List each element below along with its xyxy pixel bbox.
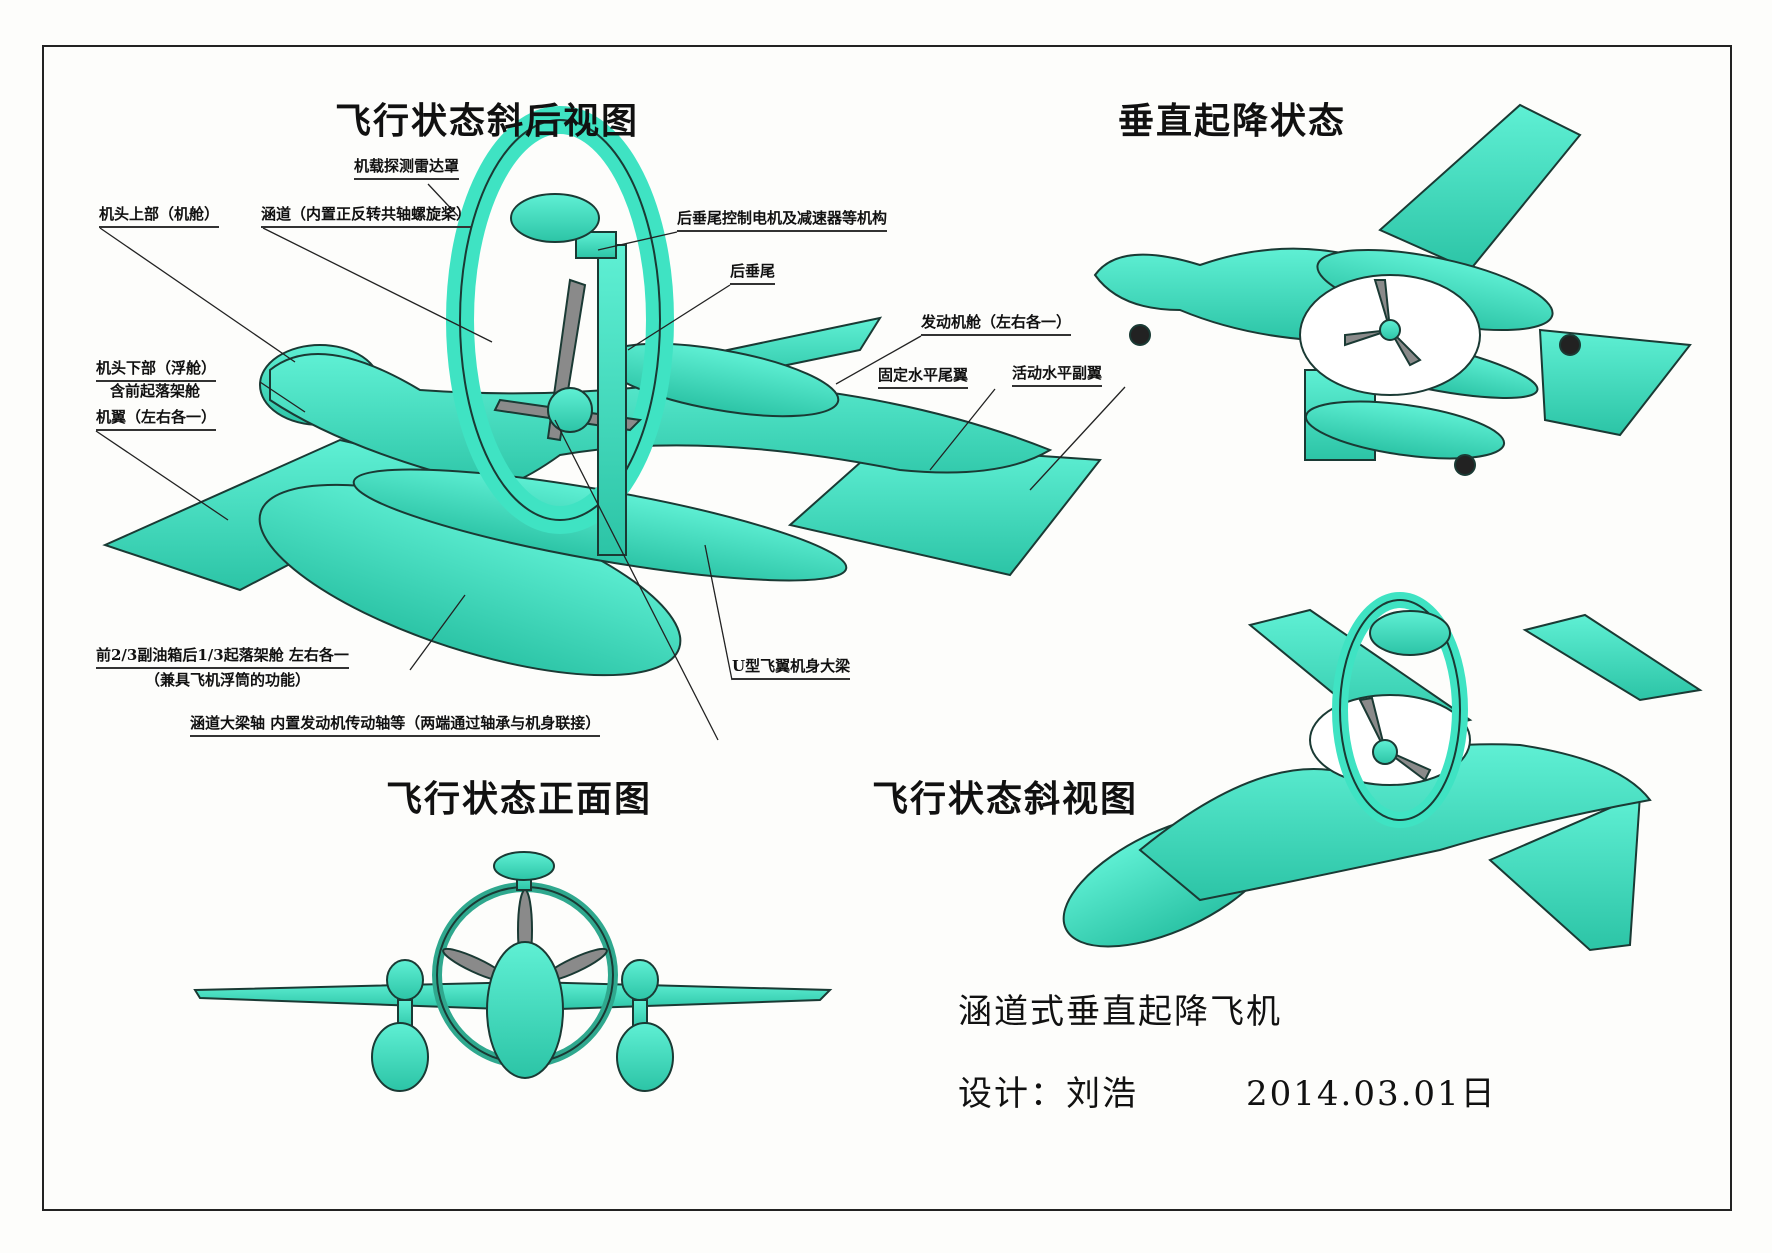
drawing-name: 涵道式垂直起降飞机 — [958, 992, 1282, 1032]
vtol-view — [1093, 103, 1692, 476]
label-engine-nacelle: 发动机舱（左右各一） — [921, 311, 1072, 336]
title-rear-oblique-view: 飞行状态斜后视图 — [335, 100, 640, 142]
label-nose-lower: 机头下部（浮舱） — [96, 357, 217, 382]
designer: 设计：刘浩 — [958, 1074, 1138, 1114]
front-view — [193, 851, 833, 1092]
oblique-view — [1062, 592, 1703, 952]
label-wing: 机翼（左右各一） — [96, 406, 217, 431]
label-fixed-tail: 固定水平尾翼 — [878, 364, 969, 389]
label-radar: 机载探测雷达罩 — [354, 155, 460, 180]
label-duct: 涵道（内置正反转共轴螺旋桨） — [261, 203, 472, 228]
label-nose-upper: 机头上部（机舱） — [99, 203, 220, 228]
label-u-beam: U型飞翼机身大梁 — [732, 655, 851, 680]
label-rear-fin: 后垂尾 — [730, 260, 776, 285]
label-duct-beam: 涵道大梁轴 内置发动机传动轴等（两端通过轴承与机身联接） — [190, 712, 601, 737]
label-tank-float: （兼具飞机浮筒的功能） — [145, 671, 311, 689]
title-vtol-view: 垂直起降状态 — [1118, 100, 1347, 142]
title-front-view: 飞行状态正面图 — [386, 778, 653, 820]
label-aileron: 活动水平副翼 — [1012, 362, 1103, 387]
title-oblique-view: 飞行状态斜视图 — [872, 778, 1139, 820]
leader-lines — [95, 183, 1126, 741]
sheet-border — [42, 45, 1732, 1211]
rear-oblique-view — [102, 106, 1102, 677]
date: 2014.03.01日 — [1246, 1074, 1497, 1114]
label-nose-lower-gear: 含前起落架舱 — [110, 382, 201, 400]
label-rear-fin-motor: 后垂尾控制电机及减速器等机构 — [677, 207, 888, 232]
label-tank: 前2/3副油箱后1/3起落架舱 左右各一 — [96, 644, 349, 669]
